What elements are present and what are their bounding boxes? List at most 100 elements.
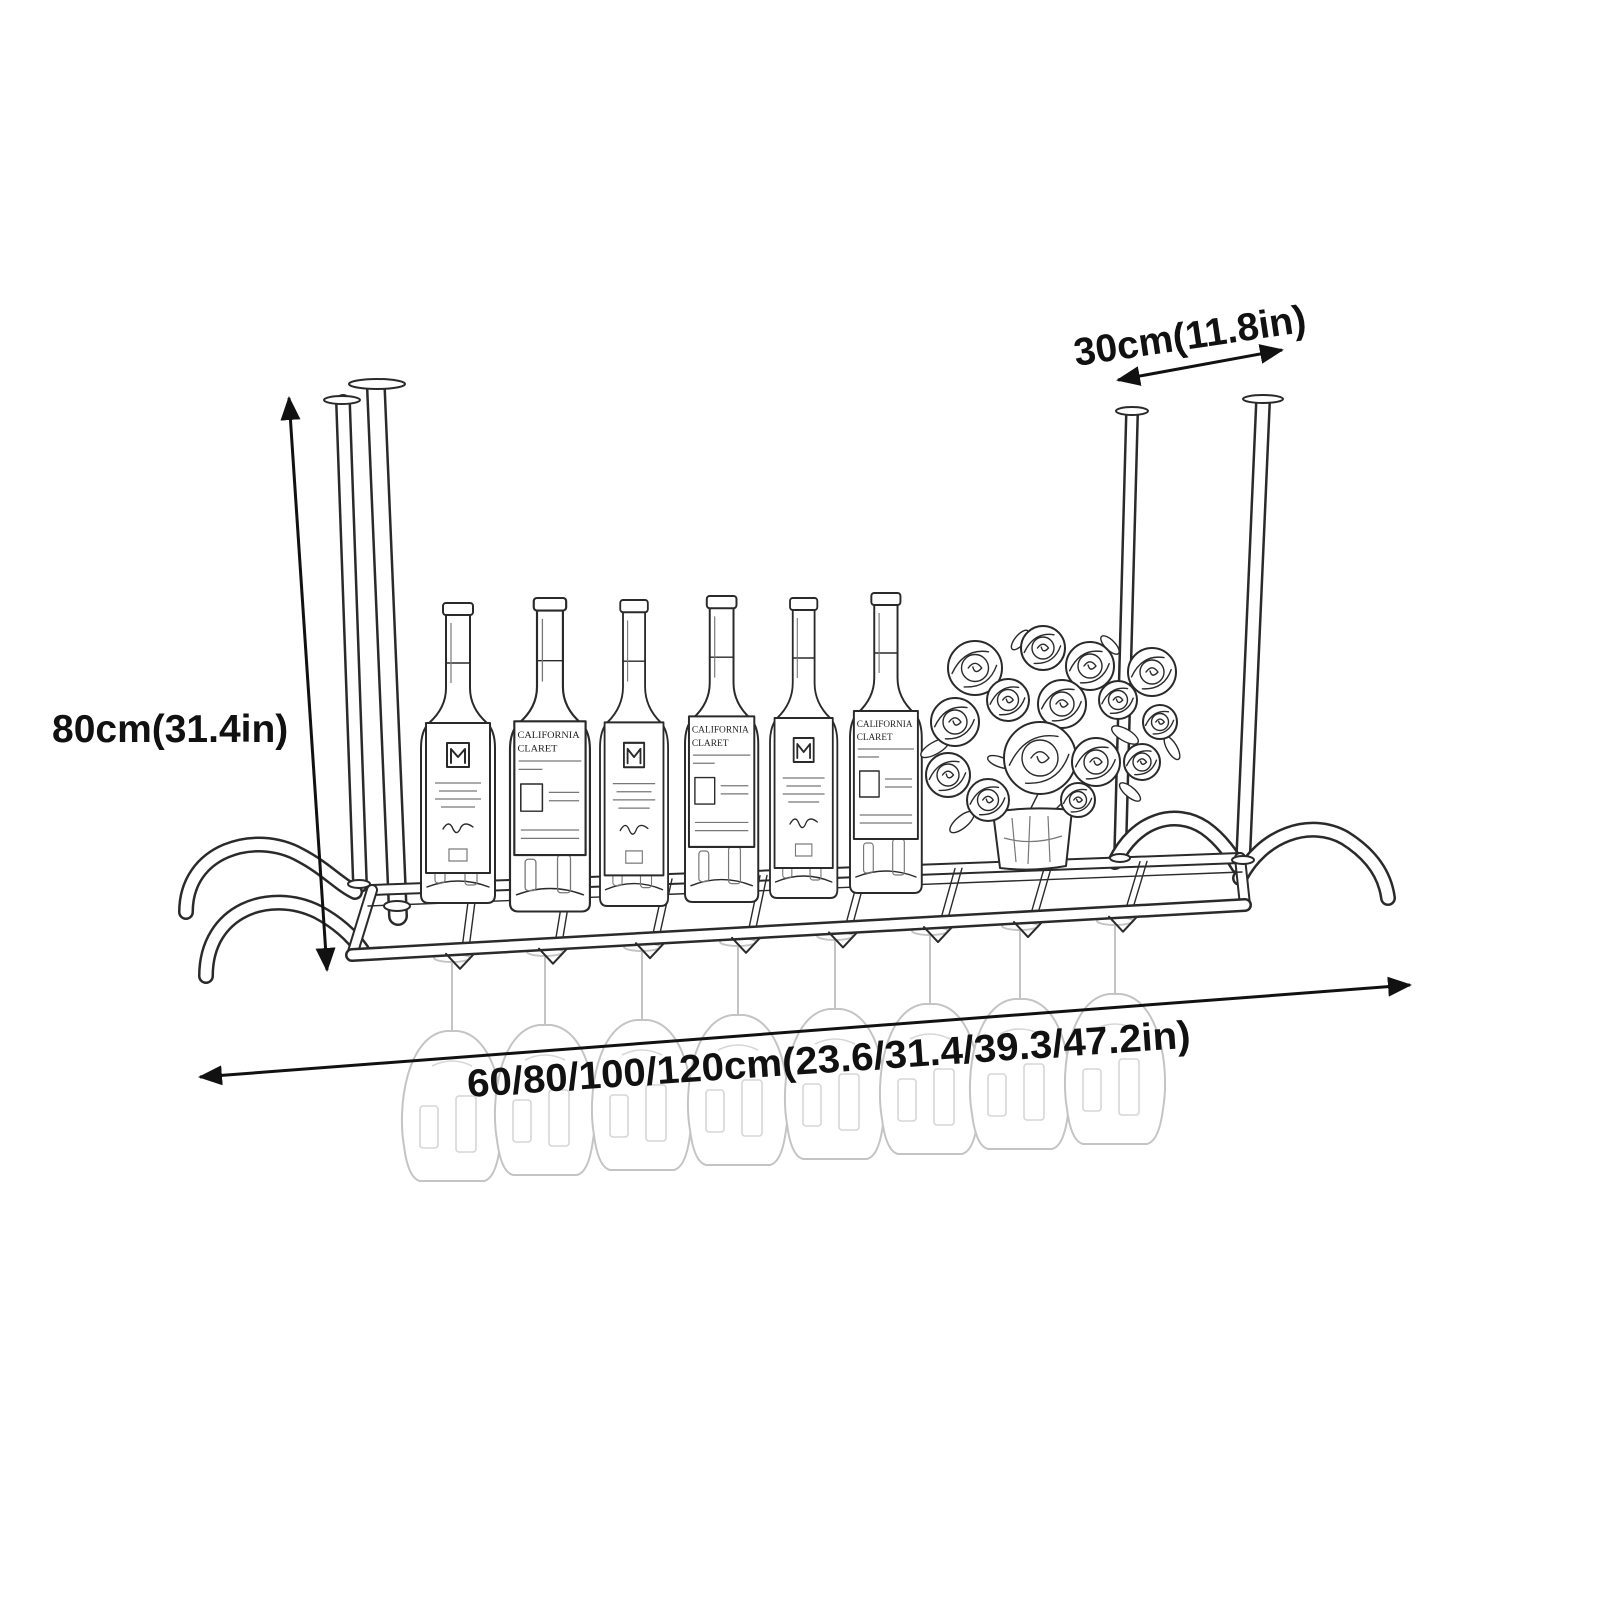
glass-holder-slot bbox=[445, 952, 475, 970]
shelf-slat bbox=[1029, 864, 1046, 918]
rose-center-spiral bbox=[1145, 667, 1159, 676]
arch-fill bbox=[200, 897, 368, 982]
rose-petal bbox=[1008, 734, 1059, 766]
rod-ceiling-cap bbox=[1115, 406, 1149, 416]
rose-center-spiral bbox=[941, 770, 955, 779]
rose bbox=[1003, 721, 1077, 795]
rod-joint-ring bbox=[1109, 853, 1131, 863]
bottle-label bbox=[687, 715, 756, 848]
rose-center-spiral bbox=[1002, 695, 1014, 704]
wine-bottle-6: CALIFORNIA CLARET bbox=[849, 592, 923, 894]
rose-inner-petals bbox=[1021, 739, 1059, 777]
rod-fill bbox=[368, 382, 406, 924]
label-emblem bbox=[448, 848, 468, 862]
rod-ceiling-cap bbox=[348, 378, 406, 390]
rose-petal bbox=[933, 706, 968, 728]
rose-petal bbox=[989, 686, 1020, 705]
shelf-slat-edge bbox=[1131, 860, 1148, 913]
label-emblem bbox=[794, 843, 813, 857]
rose-petal bbox=[1126, 750, 1152, 767]
wine-bottle-5 bbox=[769, 597, 839, 899]
rose-petal bbox=[998, 697, 1026, 716]
glass-holder-slot bbox=[1108, 915, 1138, 933]
rod-fill bbox=[337, 396, 366, 891]
label-print-lines bbox=[859, 778, 913, 824]
rod-fill bbox=[1237, 396, 1269, 868]
rose bbox=[1071, 737, 1121, 787]
depth-dimension-arrow bbox=[1116, 344, 1284, 386]
rose-petal bbox=[1101, 687, 1129, 705]
rose-inner-petals bbox=[1083, 749, 1109, 775]
rose bbox=[1127, 647, 1177, 697]
label-print-lines bbox=[435, 782, 481, 808]
rod-ceiling-cap bbox=[323, 395, 361, 405]
width-dimension-arrow bbox=[198, 976, 1412, 1086]
rod-left-back bbox=[323, 394, 368, 893]
vase-stem-lines bbox=[1003, 815, 1063, 865]
rose-center-spiral bbox=[1155, 718, 1165, 725]
rose-petal bbox=[1062, 788, 1088, 805]
label-emblem bbox=[859, 770, 880, 798]
shelf-slat-edge bbox=[754, 874, 768, 934]
glass-holder-slots bbox=[445, 915, 1138, 970]
rose-petal bbox=[978, 797, 1006, 816]
glass-holder-slot bbox=[635, 942, 665, 960]
rod-ceiling-cap bbox=[1242, 394, 1284, 404]
flower-vase bbox=[992, 807, 1073, 871]
label-print-lines bbox=[692, 754, 751, 764]
rose-inner-petals bbox=[1139, 659, 1165, 685]
rose-petal bbox=[944, 718, 975, 740]
label-text-line2: CLARET bbox=[857, 733, 893, 743]
wine-bottle-4: CALIFORNIA CLARET bbox=[683, 594, 760, 904]
roses bbox=[925, 625, 1178, 822]
shelf-left-end-fill bbox=[348, 886, 376, 959]
wine-bottle-3 bbox=[598, 598, 670, 908]
rose-center-spiral bbox=[1055, 699, 1069, 708]
rose-center-spiral bbox=[1030, 751, 1050, 764]
shelf-slat-edge bbox=[946, 867, 963, 923]
label-text-line2: CLARET bbox=[518, 744, 558, 755]
rose-petal bbox=[951, 650, 990, 675]
rose-petal bbox=[1109, 697, 1134, 715]
label-logo bbox=[446, 742, 470, 768]
bottle-label bbox=[773, 717, 834, 869]
shelf-right-end-fill bbox=[1236, 854, 1249, 909]
rose-petal bbox=[1152, 719, 1175, 735]
rose bbox=[1065, 641, 1115, 691]
rose bbox=[947, 640, 1003, 696]
rose-petal bbox=[963, 664, 998, 688]
leaf bbox=[1110, 725, 1140, 745]
bottle-label bbox=[513, 720, 587, 857]
glass-holder-slot bbox=[923, 926, 953, 944]
rose bbox=[1020, 625, 1066, 671]
rod-left-front bbox=[348, 378, 408, 926]
label-print-lines bbox=[694, 785, 749, 832]
label-emblem bbox=[625, 850, 643, 864]
arch-outline bbox=[1232, 821, 1396, 906]
shelf-slat-edge bbox=[658, 878, 673, 939]
rose-petal bbox=[1051, 700, 1082, 722]
rose-inner-petals bbox=[1077, 653, 1103, 679]
rose-inner-petals bbox=[1049, 691, 1075, 717]
rose-inner-petals bbox=[1132, 752, 1152, 772]
arch-right-outer bbox=[1232, 821, 1396, 906]
rose-petal bbox=[1079, 662, 1110, 684]
rose-inner-petals bbox=[1068, 790, 1088, 810]
label-print-lines bbox=[612, 782, 656, 809]
rose-inner-petals bbox=[996, 688, 1020, 712]
rose-inner-petals bbox=[976, 788, 1000, 812]
rose-petal bbox=[1074, 746, 1109, 768]
wine-bottles: CALIFORNIA CLARET CALIFORNIA CLARET bbox=[420, 592, 923, 913]
rose bbox=[1098, 680, 1138, 720]
rose-petal bbox=[1144, 710, 1170, 727]
label-logo-mark bbox=[450, 748, 466, 764]
glass-holder-slot bbox=[828, 931, 858, 949]
label-text-line1: CALIFORNIA bbox=[857, 720, 913, 730]
rose bbox=[1037, 679, 1087, 729]
rose-inner-petals bbox=[960, 653, 990, 683]
shelf-front-rail-fill bbox=[347, 900, 1250, 960]
rose bbox=[1142, 704, 1178, 740]
rose-inner-petals bbox=[1107, 689, 1129, 711]
label-print-lines bbox=[520, 791, 580, 839]
rod-joint-ring bbox=[347, 879, 371, 889]
